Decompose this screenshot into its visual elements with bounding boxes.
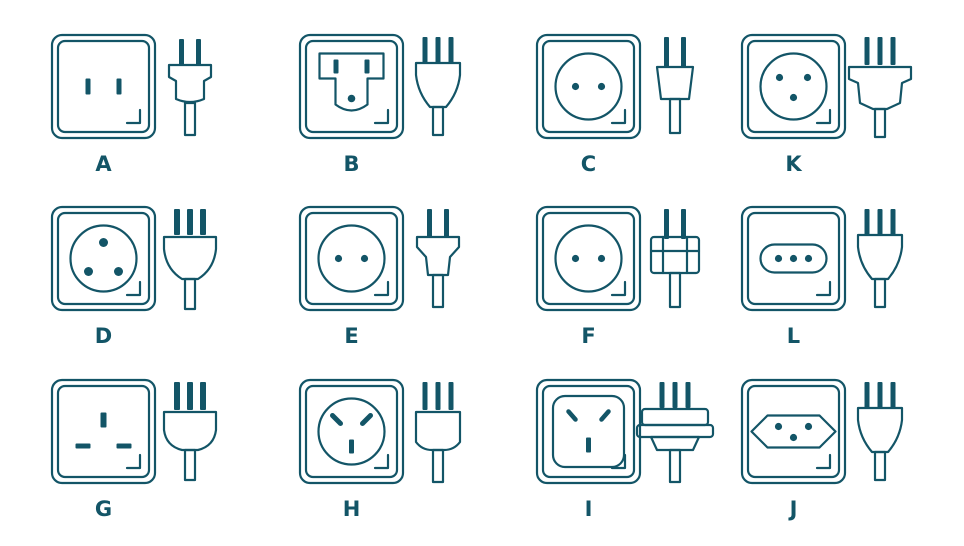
type-label: L bbox=[787, 324, 800, 348]
socket-e-icon bbox=[298, 205, 405, 312]
type-label: H bbox=[343, 497, 361, 521]
type-label: E bbox=[344, 324, 358, 348]
plug-type-k: K bbox=[740, 33, 913, 176]
type-label: G bbox=[95, 497, 112, 521]
socket-d-icon bbox=[50, 205, 157, 312]
plug-c-icon bbox=[655, 37, 695, 135]
plug-type-i: I bbox=[535, 378, 715, 521]
type-label: F bbox=[581, 324, 595, 348]
plug-type-j: J bbox=[740, 378, 904, 521]
plug-type-c: C bbox=[535, 33, 695, 176]
type-label: B bbox=[343, 152, 359, 176]
plug-type-d: D bbox=[50, 205, 218, 348]
socket-a-icon bbox=[50, 33, 157, 140]
socket-k-icon bbox=[740, 33, 847, 140]
type-label: J bbox=[788, 497, 798, 521]
plug-type-g: G bbox=[50, 378, 218, 521]
plug-type-f: F bbox=[535, 205, 701, 348]
plug-type-e: E bbox=[298, 205, 461, 348]
socket-f-icon bbox=[535, 205, 642, 312]
plug-type-l: L bbox=[740, 205, 904, 348]
type-label: I bbox=[585, 497, 593, 521]
socket-j-icon bbox=[740, 378, 847, 485]
socket-b-icon bbox=[298, 33, 405, 140]
type-label: A bbox=[95, 152, 112, 176]
plug-l-icon bbox=[856, 209, 904, 309]
plug-b-icon bbox=[414, 37, 462, 137]
plug-type-a: A bbox=[50, 33, 213, 176]
plug-g-icon bbox=[162, 382, 218, 482]
socket-g-icon bbox=[50, 378, 157, 485]
plug-k-icon bbox=[847, 37, 913, 139]
plug-j-icon bbox=[856, 382, 904, 482]
plug-f-icon bbox=[649, 209, 701, 309]
plug-a-icon bbox=[167, 39, 213, 137]
socket-c-icon bbox=[535, 33, 642, 140]
plug-e-icon bbox=[415, 209, 461, 309]
plug-type-h: H bbox=[298, 378, 462, 521]
plug-type-b: B bbox=[298, 33, 462, 176]
type-label: K bbox=[785, 152, 802, 176]
socket-h-icon bbox=[298, 378, 405, 485]
plug-i-icon bbox=[635, 382, 715, 484]
plug-h-icon bbox=[414, 382, 462, 484]
plug-d-icon bbox=[162, 209, 218, 311]
type-label: C bbox=[581, 152, 596, 176]
socket-l-icon bbox=[740, 205, 847, 312]
type-label: D bbox=[95, 324, 112, 348]
socket-i-icon bbox=[535, 378, 642, 485]
